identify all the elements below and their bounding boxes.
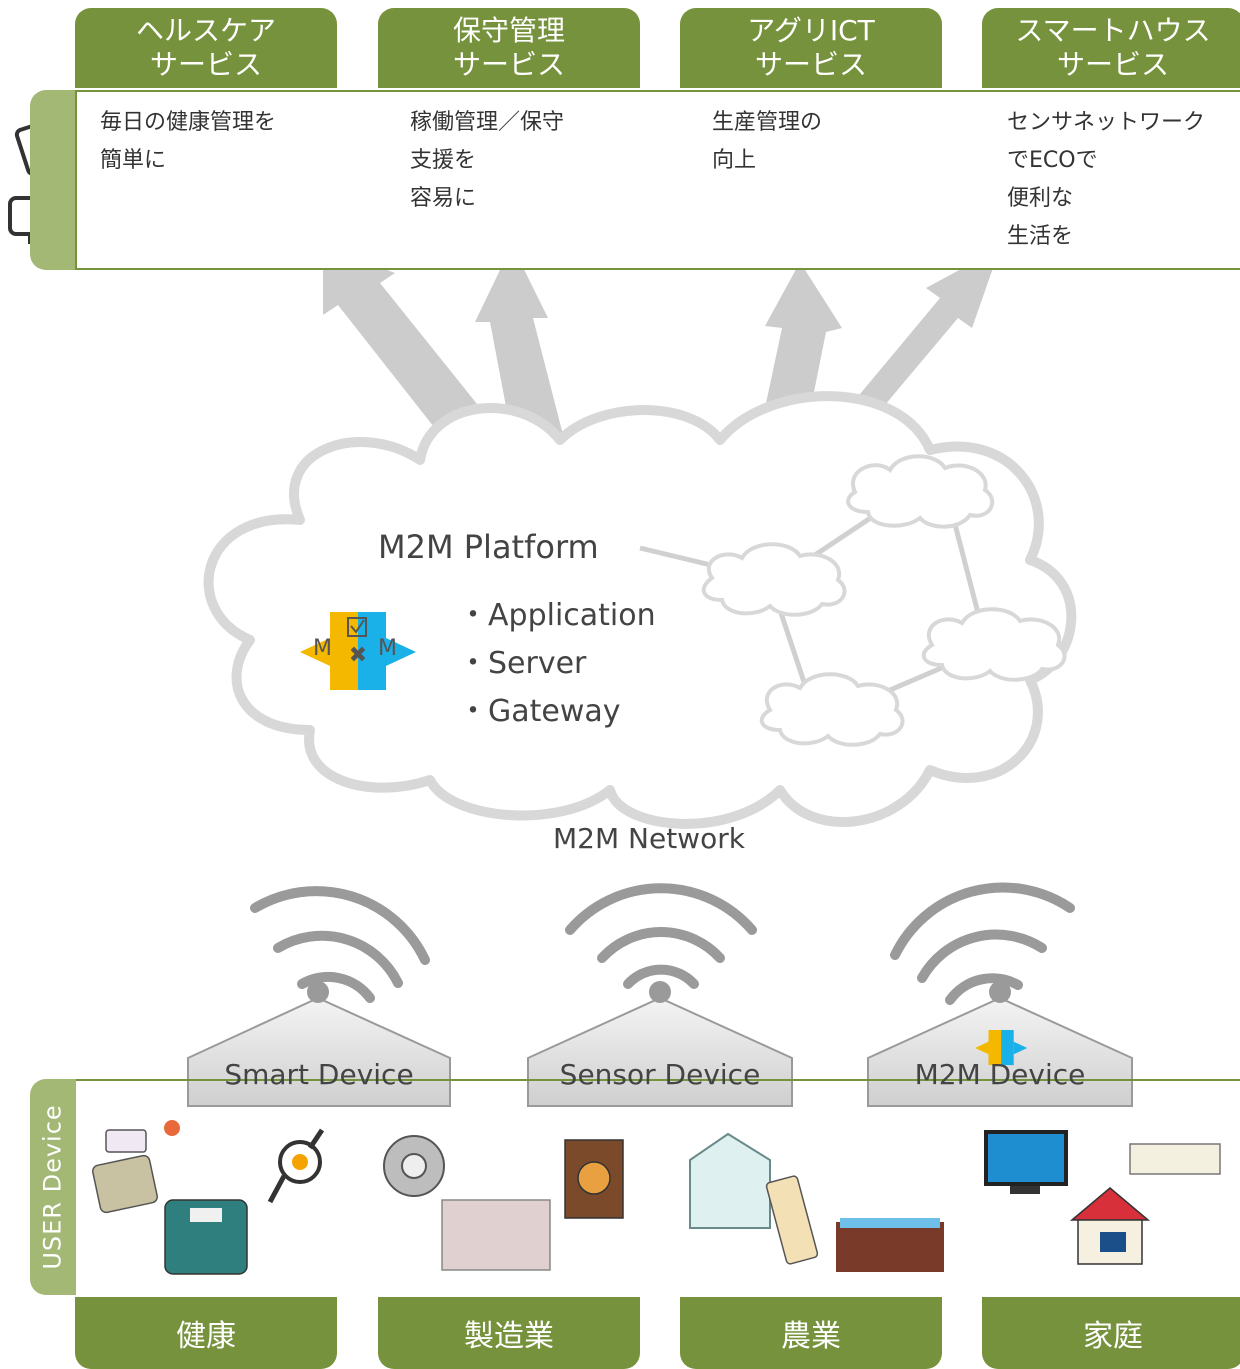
desc-line: 便利な (1007, 186, 1074, 211)
desc-line: でECOで (1007, 148, 1098, 173)
desc-line: 生産管理の (712, 110, 823, 135)
service-tab-line2: サービス (754, 48, 867, 81)
service-tab-maintenance: 保守管理 サービス (378, 8, 640, 88)
service-tab-line2: サービス (1056, 48, 1169, 81)
m2m-logo-right-letter: M (378, 636, 397, 661)
home-illustration (984, 1130, 1221, 1265)
category-tab-health: 健康 (75, 1297, 337, 1369)
service-desc-maintenance: 稼働管理／保守 支援を 容易に (410, 104, 564, 218)
device-label-m2m: M2M Device (914, 1058, 1086, 1091)
svg-text:✖: ✖ (349, 643, 367, 668)
device-label-smart: Smart Device (224, 1058, 414, 1091)
arrow-2 (475, 245, 570, 470)
health-devices-illustration (92, 1120, 325, 1275)
wifi-signal-3 (890, 882, 1075, 1005)
top-side-strip (30, 90, 76, 270)
user-device-label: USER Device (30, 1079, 76, 1295)
platform-title: M2M Platform (378, 528, 599, 566)
service-tab-smart-house: スマートハウス サービス (982, 8, 1240, 88)
mini-clouds (701, 454, 1067, 747)
service-tab-line1: アグリICT (747, 14, 875, 47)
user-device-text: USER Device (39, 1104, 68, 1270)
agriculture-illustration (689, 1132, 944, 1272)
service-tab-line2: サービス (452, 48, 565, 81)
manufacturing-illustration (383, 1135, 624, 1271)
service-desc-healthcare: 毎日の健康管理を 簡単に (100, 104, 276, 180)
platform-item-server: ・Server (458, 646, 587, 681)
desc-line: 向上 (712, 148, 757, 173)
user-device-panel (75, 1079, 1240, 1297)
network-label: M2M Network (553, 822, 745, 855)
category-tab-manufacturing: 製造業 (378, 1297, 640, 1369)
service-desc-agri: 生産管理の 向上 (712, 104, 822, 180)
wifi-signal-1 (250, 886, 430, 1003)
service-tab-line1: 保守管理 (452, 14, 565, 47)
platform-item-application: ・Application (458, 598, 656, 633)
desc-line: 支援を (410, 148, 477, 173)
desc-line: 稼働管理／保守 (410, 110, 565, 135)
service-tab-line1: ヘルスケア (135, 14, 276, 47)
service-tab-healthcare: ヘルスケア サービス (75, 8, 337, 88)
m2m-logo: ✖ (300, 612, 416, 690)
platform-item-gateway: ・Gateway (458, 694, 621, 729)
bottom-side-strip (30, 1079, 76, 1295)
service-tab-line1: スマートハウス (1015, 14, 1211, 47)
category-tab-agriculture: 農業 (680, 1297, 942, 1369)
device-label-sensor: Sensor Device (559, 1058, 761, 1091)
service-desc-smart-house: センサネットワーク でECOで 便利な 生活を (1007, 104, 1205, 256)
desc-line: 生活を (1007, 224, 1074, 249)
m2m-logo-left-letter: M (313, 636, 332, 661)
services-panel (75, 90, 1240, 270)
desc-line: 容易に (410, 186, 477, 211)
service-tab-line2: サービス (149, 48, 262, 81)
category-tab-home: 家庭 (982, 1297, 1240, 1369)
desc-line: 簡単に (100, 148, 167, 173)
wifi-signal-2 (565, 883, 757, 989)
desc-line: 毎日の健康管理を (100, 110, 277, 135)
desc-line: センサネットワーク (1007, 110, 1206, 135)
service-tab-agri-ict: アグリICT サービス (680, 8, 942, 88)
